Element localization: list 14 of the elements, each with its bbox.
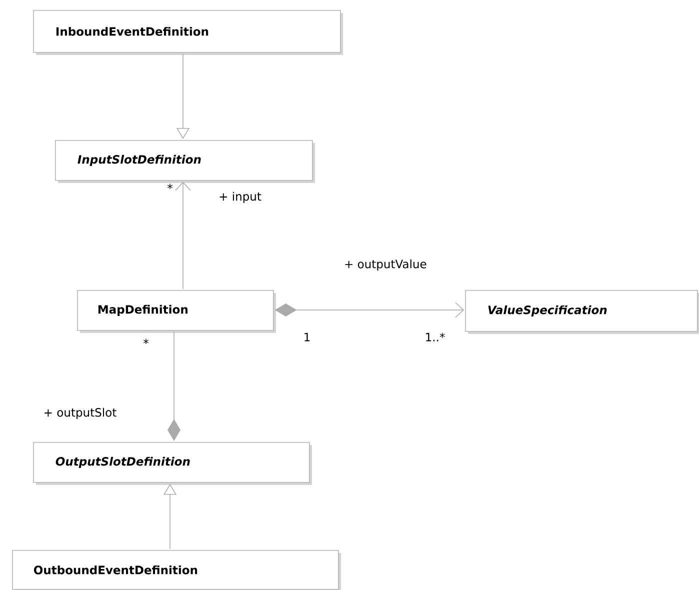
multiplicity-label: 1..*: [426, 332, 445, 342]
class-box: ValueSpecification: [465, 290, 699, 334]
class-box: InputSlotDefinition: [55, 140, 315, 183]
edge-label: + outputSlot: [42, 406, 118, 420]
class-box: OutboundEventDefinition: [12, 550, 341, 590]
multiplicity-label: 1: [304, 332, 310, 342]
association-line: [175, 182, 191, 290]
association-line: [168, 331, 180, 441]
class-box: InboundEventDefinition: [33, 10, 343, 55]
edge-label: + outputValue: [343, 258, 428, 272]
multiplicity-label: *: [167, 184, 173, 189]
edge-label: + input: [218, 190, 262, 204]
class-box: OutputSlotDefinition: [33, 442, 312, 485]
class-box: MapDefinition: [77, 290, 276, 333]
